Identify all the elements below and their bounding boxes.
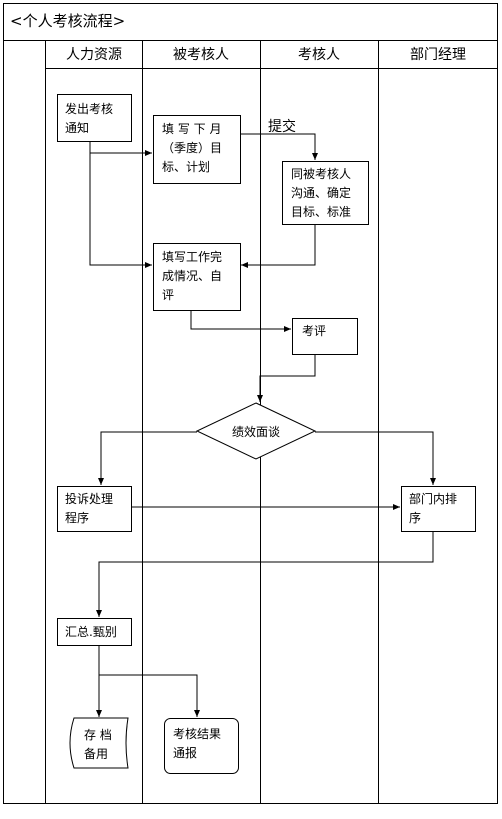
node-interview-line-1: 绩效面谈 bbox=[232, 424, 280, 439]
node-communicate-line-2: 沟通、确定 bbox=[291, 185, 351, 200]
node-hr-notice: 发出考核 通知 bbox=[57, 94, 132, 142]
node-fill-targets-line-2: （季度）目 bbox=[162, 140, 222, 155]
node-hr-notice-line-2: 通知 bbox=[65, 121, 89, 135]
node-self-eval: 填写工作完 成情况、自 评 bbox=[153, 243, 241, 311]
submit-edge-label: 提交 bbox=[268, 118, 296, 135]
node-notify-result-line-1: 考核结果 bbox=[173, 727, 221, 741]
node-summary-line-1: 汇总.甄别 bbox=[65, 625, 117, 639]
diagram-title: <个人考核流程> bbox=[10, 12, 125, 30]
node-communicate-line-3: 目标、标准 bbox=[291, 205, 351, 219]
node-archive-storage: 存 档 备用 bbox=[69, 717, 129, 769]
node-complaint: 投诉处理 程序 bbox=[57, 486, 132, 532]
lane-header-appraiser: 考核人 bbox=[298, 47, 340, 63]
node-fill-targets-line-1: 填 写 下 月 bbox=[162, 122, 221, 136]
node-self-eval-line-1: 填写工作完 bbox=[162, 249, 222, 264]
node-self-eval-line-3: 评 bbox=[162, 288, 174, 302]
node-notify-result-line-2: 通报 bbox=[173, 745, 197, 760]
node-notify-result: 考核结果 通报 bbox=[164, 718, 239, 774]
outer-frame bbox=[3, 3, 498, 804]
node-self-eval-line-2: 成情况、自 bbox=[162, 269, 222, 283]
node-dept-rank: 部门内排 序 bbox=[401, 486, 476, 532]
node-complaint-line-1: 投诉处理 bbox=[65, 491, 113, 506]
node-communicate-line-1: 同被考核人 bbox=[291, 167, 351, 181]
node-complaint-line-2: 程序 bbox=[65, 510, 89, 525]
node-archive-line-1: 存 档 bbox=[84, 728, 112, 742]
swimlane-grid bbox=[45, 40, 498, 804]
node-archive-line-2: 备用 bbox=[84, 747, 108, 761]
node-summary: 汇总.甄别 bbox=[57, 618, 132, 646]
node-communicate: 同被考核人 沟通、确定 目标、标准 bbox=[282, 161, 369, 225]
node-review-line-1: 考评 bbox=[302, 324, 326, 338]
node-dept-rank-line-2: 序 bbox=[409, 510, 421, 525]
lane-header-appraisee: 被考核人 bbox=[173, 47, 229, 63]
node-fill-targets-line-3: 标、计划 bbox=[162, 160, 210, 174]
lane-header-dept-manager: 部门经理 bbox=[410, 47, 466, 63]
node-interview-decision: 绩效面谈 bbox=[195, 402, 317, 460]
node-hr-notice-line-1: 发出考核 bbox=[65, 101, 113, 116]
node-dept-rank-line-1: 部门内排 bbox=[409, 491, 457, 506]
node-fill-targets: 填 写 下 月 （季度）目 标、计划 bbox=[153, 115, 241, 184]
lane-header-hr: 人力资源 bbox=[66, 47, 122, 63]
connectors bbox=[89, 133, 436, 717]
node-review: 考评 bbox=[292, 318, 358, 355]
